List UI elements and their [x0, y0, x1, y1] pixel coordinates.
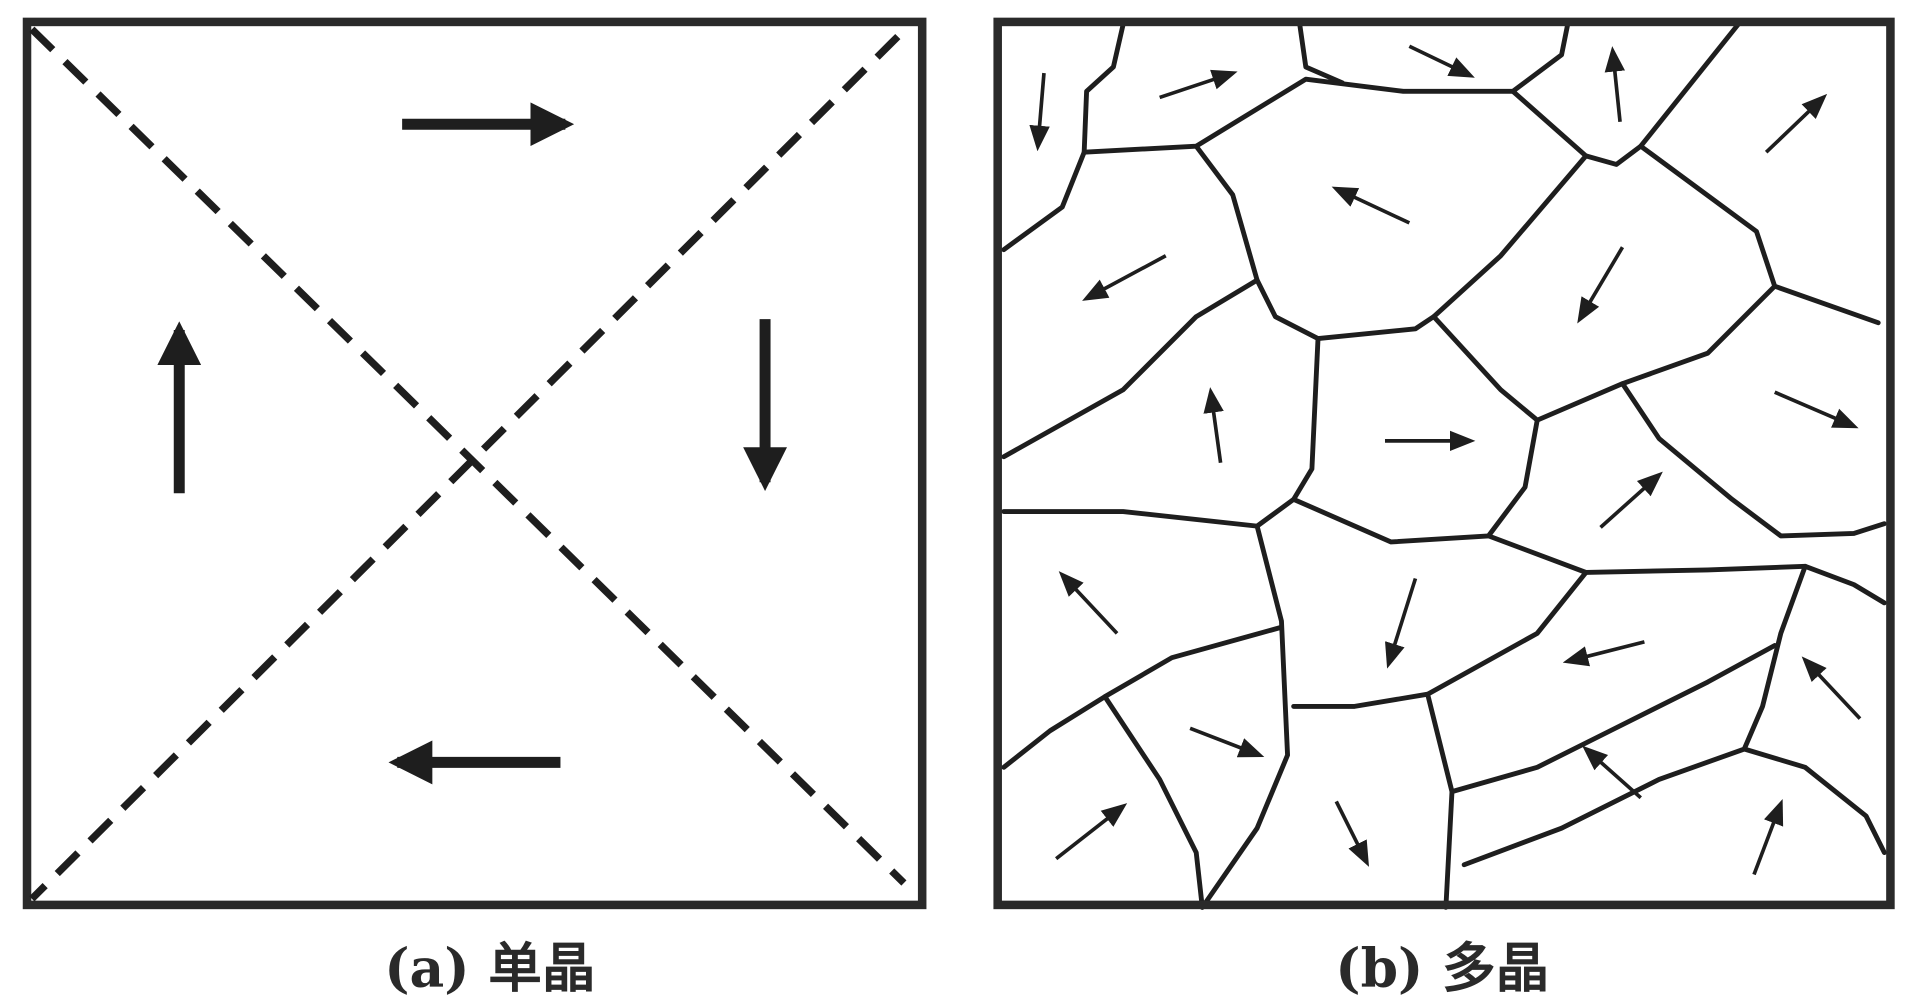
polarization-arrow [1058, 571, 1119, 635]
polarization-arrow [1599, 471, 1663, 529]
grain-boundaries [1001, 21, 1887, 910]
polarization-arrow [1029, 72, 1050, 152]
polarization-arrow [1189, 726, 1265, 758]
polarization-arrow [1577, 246, 1625, 324]
polarization-arrow [1331, 186, 1411, 225]
polarization-arrow [1082, 254, 1167, 301]
caption-single-crystal: (a) 单晶 [384, 937, 595, 1000]
polarization-arrow [1764, 93, 1828, 154]
grain-polarization-arrows [1029, 44, 1862, 876]
polarization-arrow [1801, 656, 1862, 720]
polarization-arrow [1752, 799, 1784, 876]
polarization-arrow [1055, 803, 1128, 861]
polarization-arrow [1408, 44, 1475, 78]
polycrystal-panel: (b) 多晶 [993, 17, 1895, 1000]
polarization-arrow [1582, 745, 1642, 800]
single-crystal-panel: (a) 单晶 [22, 17, 927, 1000]
polarization-arrow [1604, 46, 1626, 122]
domain-wall-diagonal [29, 33, 901, 902]
domain-wall-diagonal [29, 26, 907, 886]
polarization-arrow [1774, 390, 1859, 429]
polycrystal-frame [993, 17, 1895, 910]
polarization-arrow [1562, 640, 1645, 667]
caption-polycrystal: (b) 多晶 [1335, 937, 1549, 1000]
polarization-arrow [1334, 800, 1370, 867]
polarization-arrow [1203, 387, 1224, 464]
single-crystal-frame [22, 17, 927, 910]
polarization-arrow [1159, 69, 1238, 100]
polarization-arrow [1385, 577, 1418, 669]
